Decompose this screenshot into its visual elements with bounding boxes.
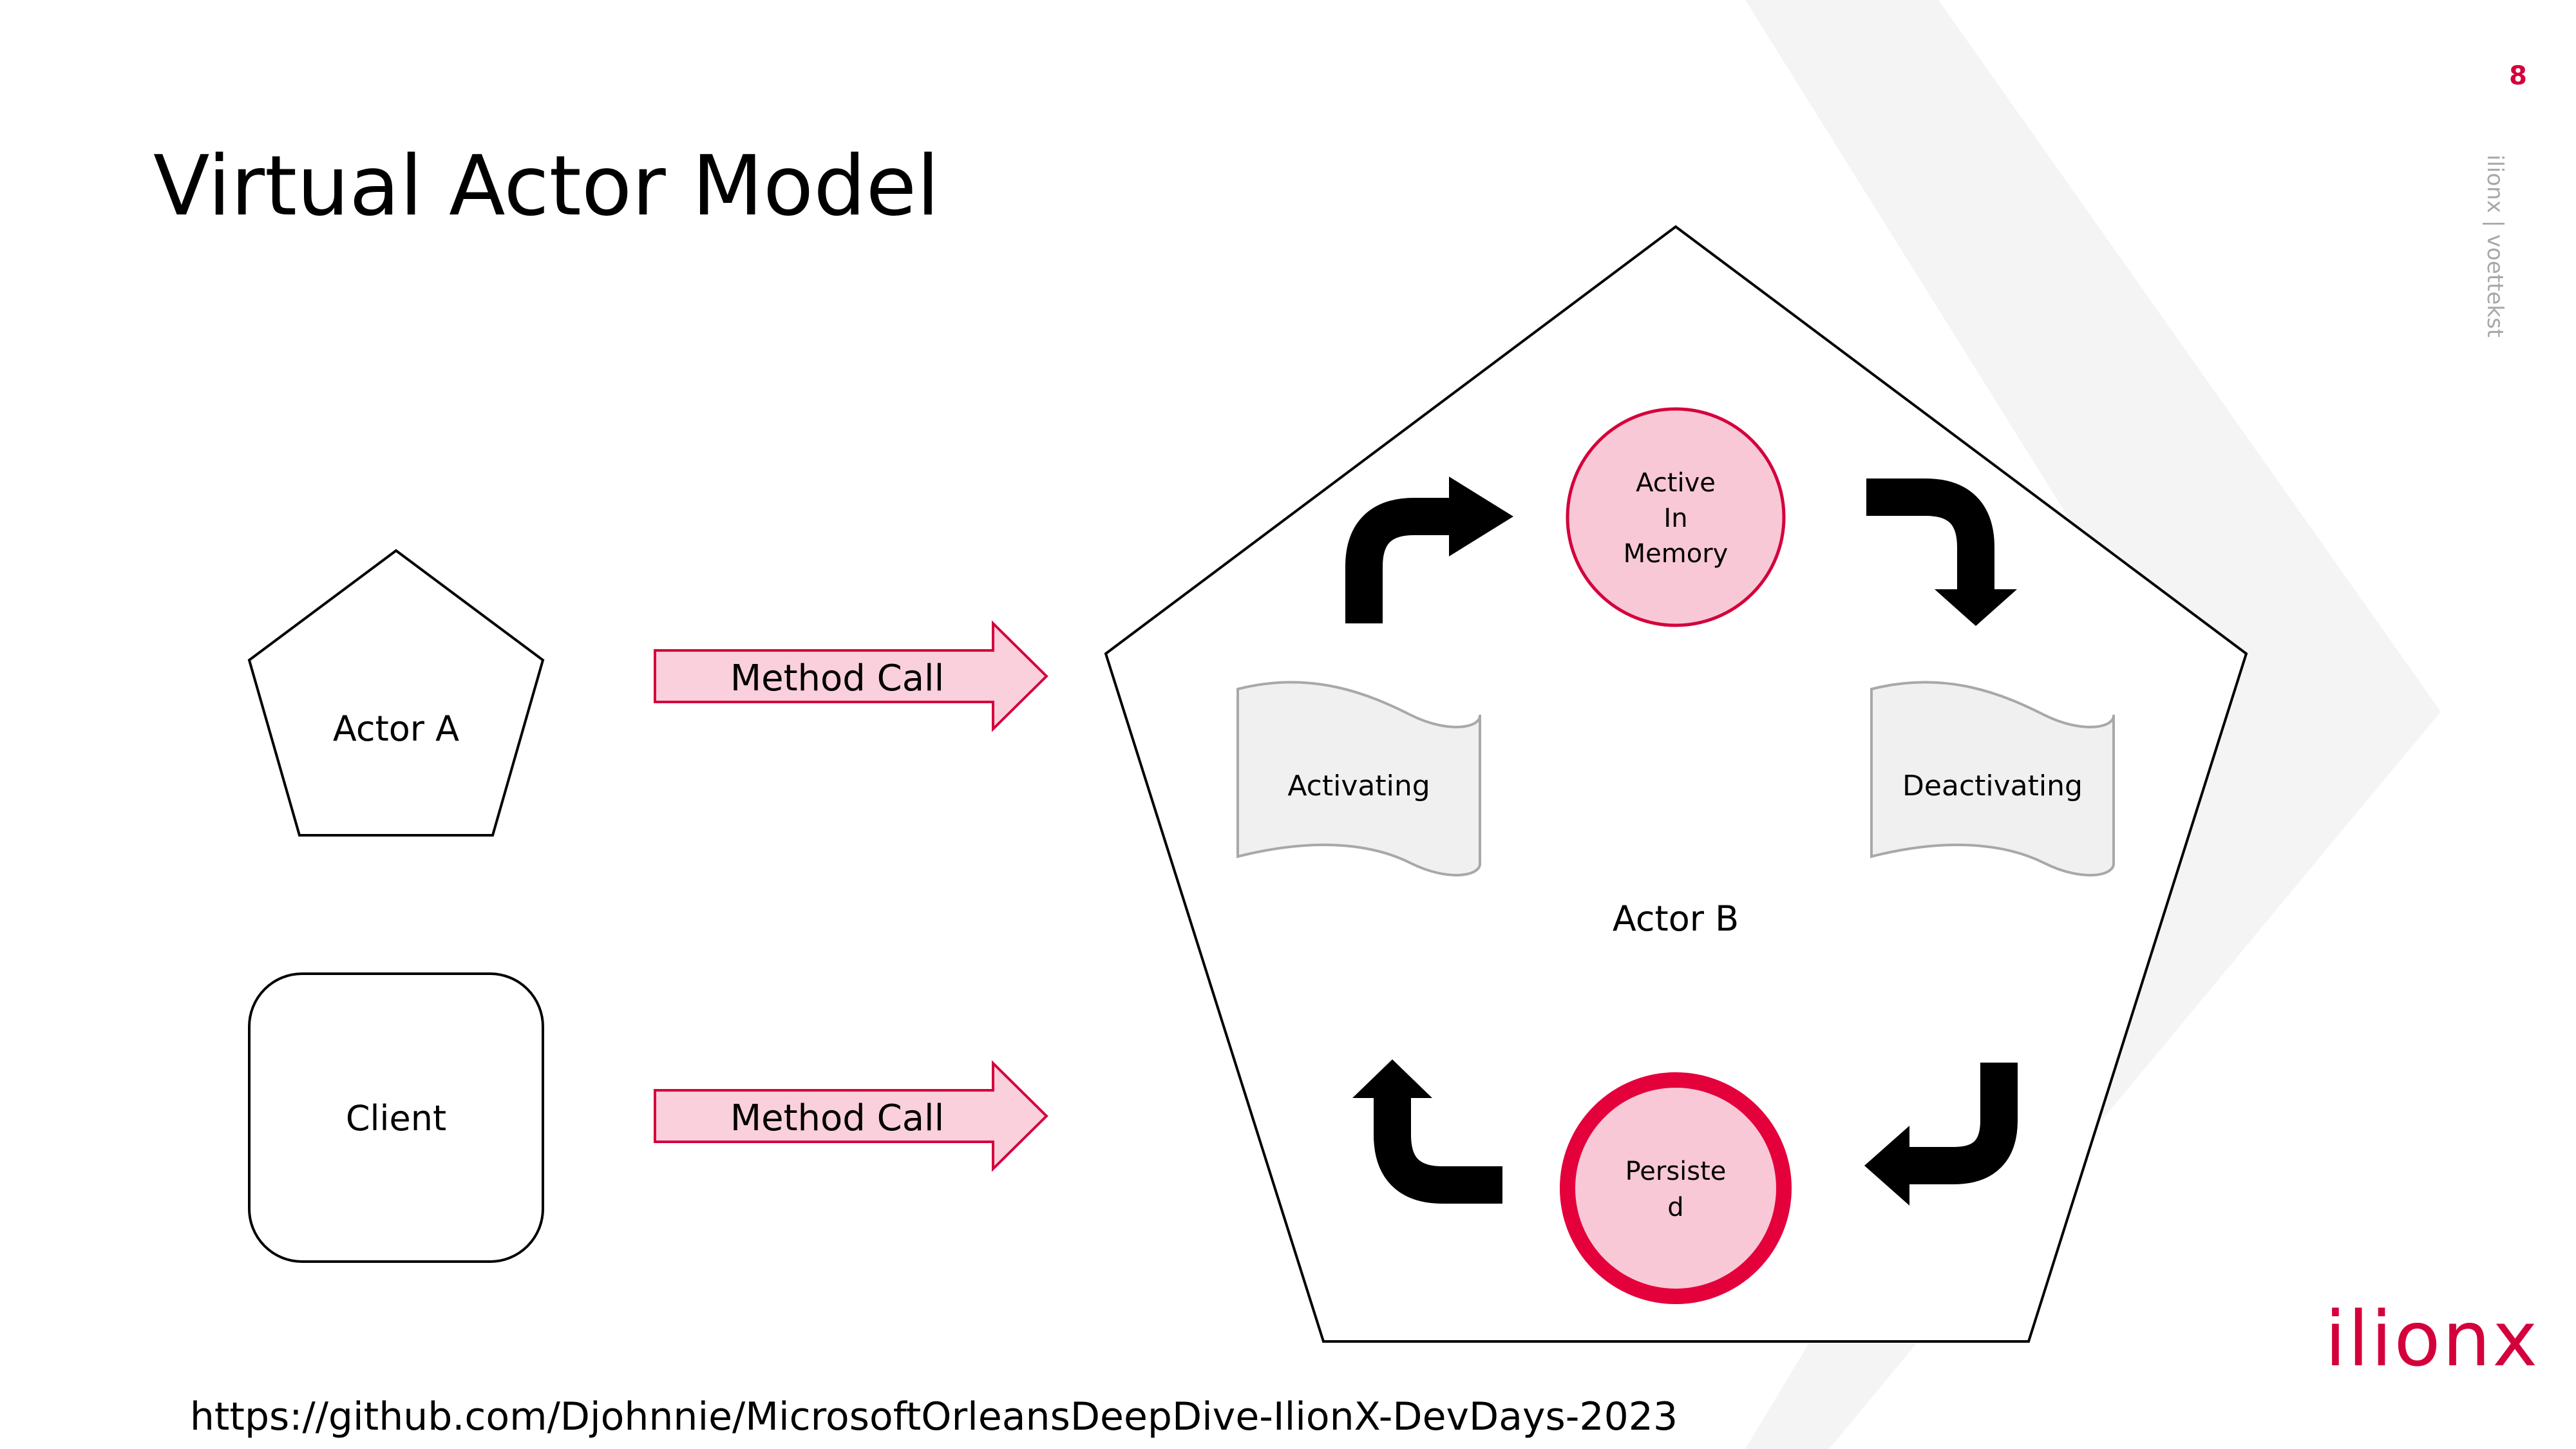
active-state-line-3: Memory	[1624, 539, 1728, 569]
actor-a-label: Actor A	[333, 708, 459, 749]
persisted-to-activating-arrow	[1374, 1095, 1502, 1204]
active-state-line-1: Active	[1636, 468, 1716, 498]
active-in-memory-state[interactable]	[1566, 407, 1786, 627]
active-to-deactivating-arrowhead	[1935, 589, 2017, 626]
deactivating-step[interactable]	[1870, 681, 2115, 876]
actor-b-label: Actor B	[1613, 898, 1739, 939]
deactivating-to-persisted-arrow	[1906, 1063, 2018, 1184]
persisted-state[interactable]	[1560, 1072, 1792, 1304]
deactivating-label: Deactivating	[1902, 770, 2083, 802]
actor-a-shape[interactable]	[247, 549, 545, 837]
method-call-arrow-1	[654, 620, 1048, 732]
ilionx-logo: ilionx	[2325, 1294, 2540, 1383]
persisted-to-activating-arrowhead	[1352, 1059, 1432, 1098]
method-call-label-2: Method Call	[730, 1097, 944, 1139]
persisted-state-line-1: Persiste	[1625, 1157, 1727, 1186]
activating-to-active-arrowhead	[1449, 477, 1513, 556]
background-chevron	[1745, 0, 2441, 1449]
activating-label: Activating	[1287, 770, 1430, 802]
slide-title: Virtual Actor Model	[153, 138, 940, 234]
activating-step[interactable]	[1236, 681, 1481, 876]
method-call-label-1: Method Call	[730, 658, 944, 699]
client-label: Client	[346, 1098, 446, 1139]
active-to-deactivating-arrow	[1866, 478, 1994, 592]
activating-to-active-arrow	[1345, 498, 1452, 623]
source-url[interactable]: https://github.com/Djohnnie/MicrosoftOrl…	[189, 1394, 1678, 1439]
footer-text: ilionx | voettekst	[2482, 155, 2508, 338]
method-call-arrow-2	[654, 1060, 1048, 1172]
client-shape[interactable]	[248, 972, 544, 1263]
active-state-line-2: In	[1663, 504, 1687, 533]
deactivating-to-persisted-arrowhead	[1864, 1126, 1909, 1206]
persisted-state-line-2: d	[1667, 1193, 1683, 1222]
page-number: 8	[2509, 61, 2527, 91]
